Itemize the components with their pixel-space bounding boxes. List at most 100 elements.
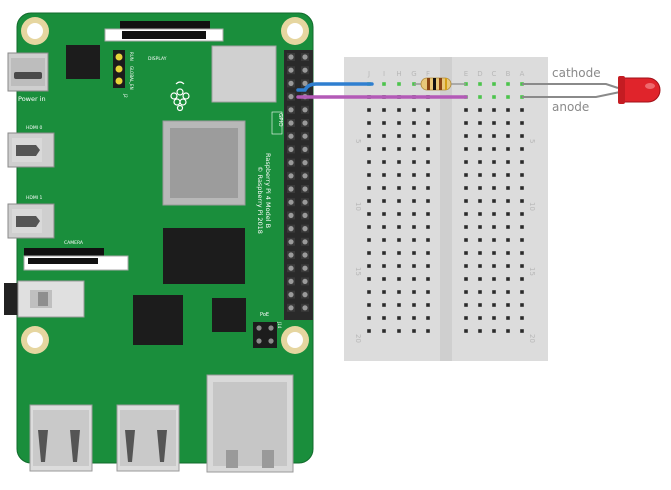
- breadboard-hole: [506, 251, 510, 255]
- breadboard-hole: [367, 277, 371, 281]
- breadboard-hole: [397, 108, 401, 112]
- gpio-pin: [288, 252, 294, 258]
- breadboard-hole: [478, 160, 482, 164]
- gpio-pin: [302, 67, 308, 73]
- gpio-pin: [288, 305, 294, 311]
- breadboard-hole: [426, 290, 430, 294]
- breadboard-hole: [397, 264, 401, 268]
- wireless-module: [211, 45, 277, 103]
- led-cathode-leg: [522, 83, 619, 89]
- breadboard-hole: [367, 290, 371, 294]
- breadboard-hole: [492, 134, 496, 138]
- hdmi0-port: HDMI 0: [7, 125, 55, 168]
- breadboard-hole: [412, 147, 416, 151]
- breadboard-hole: [382, 290, 386, 294]
- gpio-pin: [288, 80, 294, 86]
- breadboard-hole: [478, 121, 482, 125]
- breadboard-hole: [492, 121, 496, 125]
- breadboard-hole: [492, 316, 496, 320]
- hdmi0-label: HDMI 0: [26, 125, 42, 131]
- breadboard-hole: [506, 303, 510, 307]
- breadboard-hole: [367, 303, 371, 307]
- breadboard-hole: [426, 147, 430, 151]
- breadboard-hole: [397, 316, 401, 320]
- breadboard-hole: [478, 199, 482, 203]
- breadboard-hole: [520, 303, 524, 307]
- breadboard-hole: [520, 160, 524, 164]
- breadboard-hole: [506, 82, 510, 86]
- gpio-pin: [302, 212, 308, 218]
- breadboard-hole: [426, 134, 430, 138]
- breadboard-hole: [478, 251, 482, 255]
- breadboard-hole: [492, 303, 496, 307]
- usb-port-2: [116, 404, 180, 472]
- breadboard-hole: [412, 277, 416, 281]
- breadboard-hole: [492, 264, 496, 268]
- breadboard-hole: [397, 82, 401, 86]
- ethernet-port: [206, 374, 294, 473]
- breadboard-hole: [382, 251, 386, 255]
- breadboard-hole: [412, 108, 416, 112]
- breadboard-hole: [412, 212, 416, 216]
- breadboard-hole: [367, 108, 371, 112]
- breadboard-hole: [412, 160, 416, 164]
- row-number-15-right: 15: [528, 267, 536, 276]
- breadboard-hole: [397, 160, 401, 164]
- row-number-5-left: 5: [354, 139, 362, 143]
- breadboard-hole: [426, 238, 430, 242]
- breadboard-hole: [492, 160, 496, 164]
- breadboard-hole: [520, 199, 524, 203]
- gpio-pin: [288, 199, 294, 205]
- breadboard-hole: [478, 147, 482, 151]
- breadboard-hole: [464, 108, 468, 112]
- breadboard-hole: [367, 147, 371, 151]
- breadboard-hole: [506, 186, 510, 190]
- breadboard-hole: [492, 108, 496, 112]
- anode-label: anode: [552, 100, 589, 114]
- breadboard-hole: [506, 147, 510, 151]
- gpio-pin: [302, 107, 308, 113]
- breadboard-hole: [367, 264, 371, 268]
- breadboard-hole: [426, 264, 430, 268]
- hdmi1-port: HDMI 1: [7, 195, 55, 239]
- column-label-h: H: [396, 70, 401, 78]
- breadboard-hole: [412, 186, 416, 190]
- model-label: Raspberry Pi 4 Model B: [264, 153, 272, 228]
- row-number-15-left: 15: [354, 267, 362, 276]
- red-led: [618, 76, 661, 104]
- gpio-pin: [302, 54, 308, 60]
- breadboard-hole: [464, 290, 468, 294]
- breadboard-hole: [412, 134, 416, 138]
- breadboard-hole: [382, 121, 386, 125]
- breadboard-hole: [382, 225, 386, 229]
- breadboard-hole: [478, 238, 482, 242]
- gpio-pin: [302, 133, 308, 139]
- gpio-pin: [288, 133, 294, 139]
- breadboard-hole: [478, 264, 482, 268]
- gpio-pin: [302, 265, 308, 271]
- gpio-pin: [288, 226, 294, 232]
- breadboard-hole: [478, 108, 482, 112]
- cathode-label: cathode: [552, 66, 601, 80]
- gpio-pin: [288, 173, 294, 179]
- breadboard-hole: [382, 316, 386, 320]
- breadboard-hole: [397, 329, 401, 333]
- run-label: RUN: [129, 52, 134, 61]
- poe-label: PoE: [260, 312, 269, 318]
- breadboard-hole: [382, 160, 386, 164]
- breadboard-hole: [426, 303, 430, 307]
- copyright-label: © Raspberry Pi 2018: [256, 166, 264, 234]
- gpio-pin: [302, 226, 308, 232]
- gpio-pin: [302, 186, 308, 192]
- breadboard-hole: [464, 238, 468, 242]
- row-number-5-right: 5: [528, 139, 536, 143]
- breadboard-hole: [492, 290, 496, 294]
- breadboard-hole: [506, 173, 510, 177]
- display-label: DISPLAY: [148, 56, 167, 62]
- gpio-pin: [288, 94, 294, 100]
- column-label-e: E: [464, 70, 468, 78]
- usb-hub-chip: [133, 295, 183, 345]
- gpio-pin: [288, 160, 294, 166]
- breadboard-hole: [397, 277, 401, 281]
- gpio-pin: [288, 265, 294, 271]
